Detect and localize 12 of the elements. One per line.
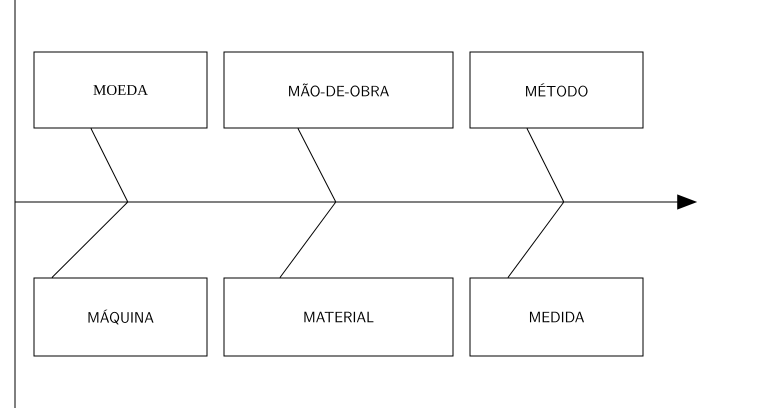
bone-line [280, 202, 336, 278]
cause-box: MÃO-DE-OBRA [224, 52, 454, 128]
cause-box: MOEDA [34, 52, 208, 128]
bone-line [298, 128, 336, 202]
bone-line [52, 202, 128, 278]
cause-box: MÁQUINA [34, 278, 208, 356]
cause-box: MATERIAL [224, 278, 454, 356]
bone-line [90, 128, 128, 202]
bone-line [508, 202, 564, 278]
cause-box: MEDIDA [470, 278, 644, 356]
cause-box: MÉTODO [470, 52, 644, 128]
bone-line [526, 128, 564, 202]
